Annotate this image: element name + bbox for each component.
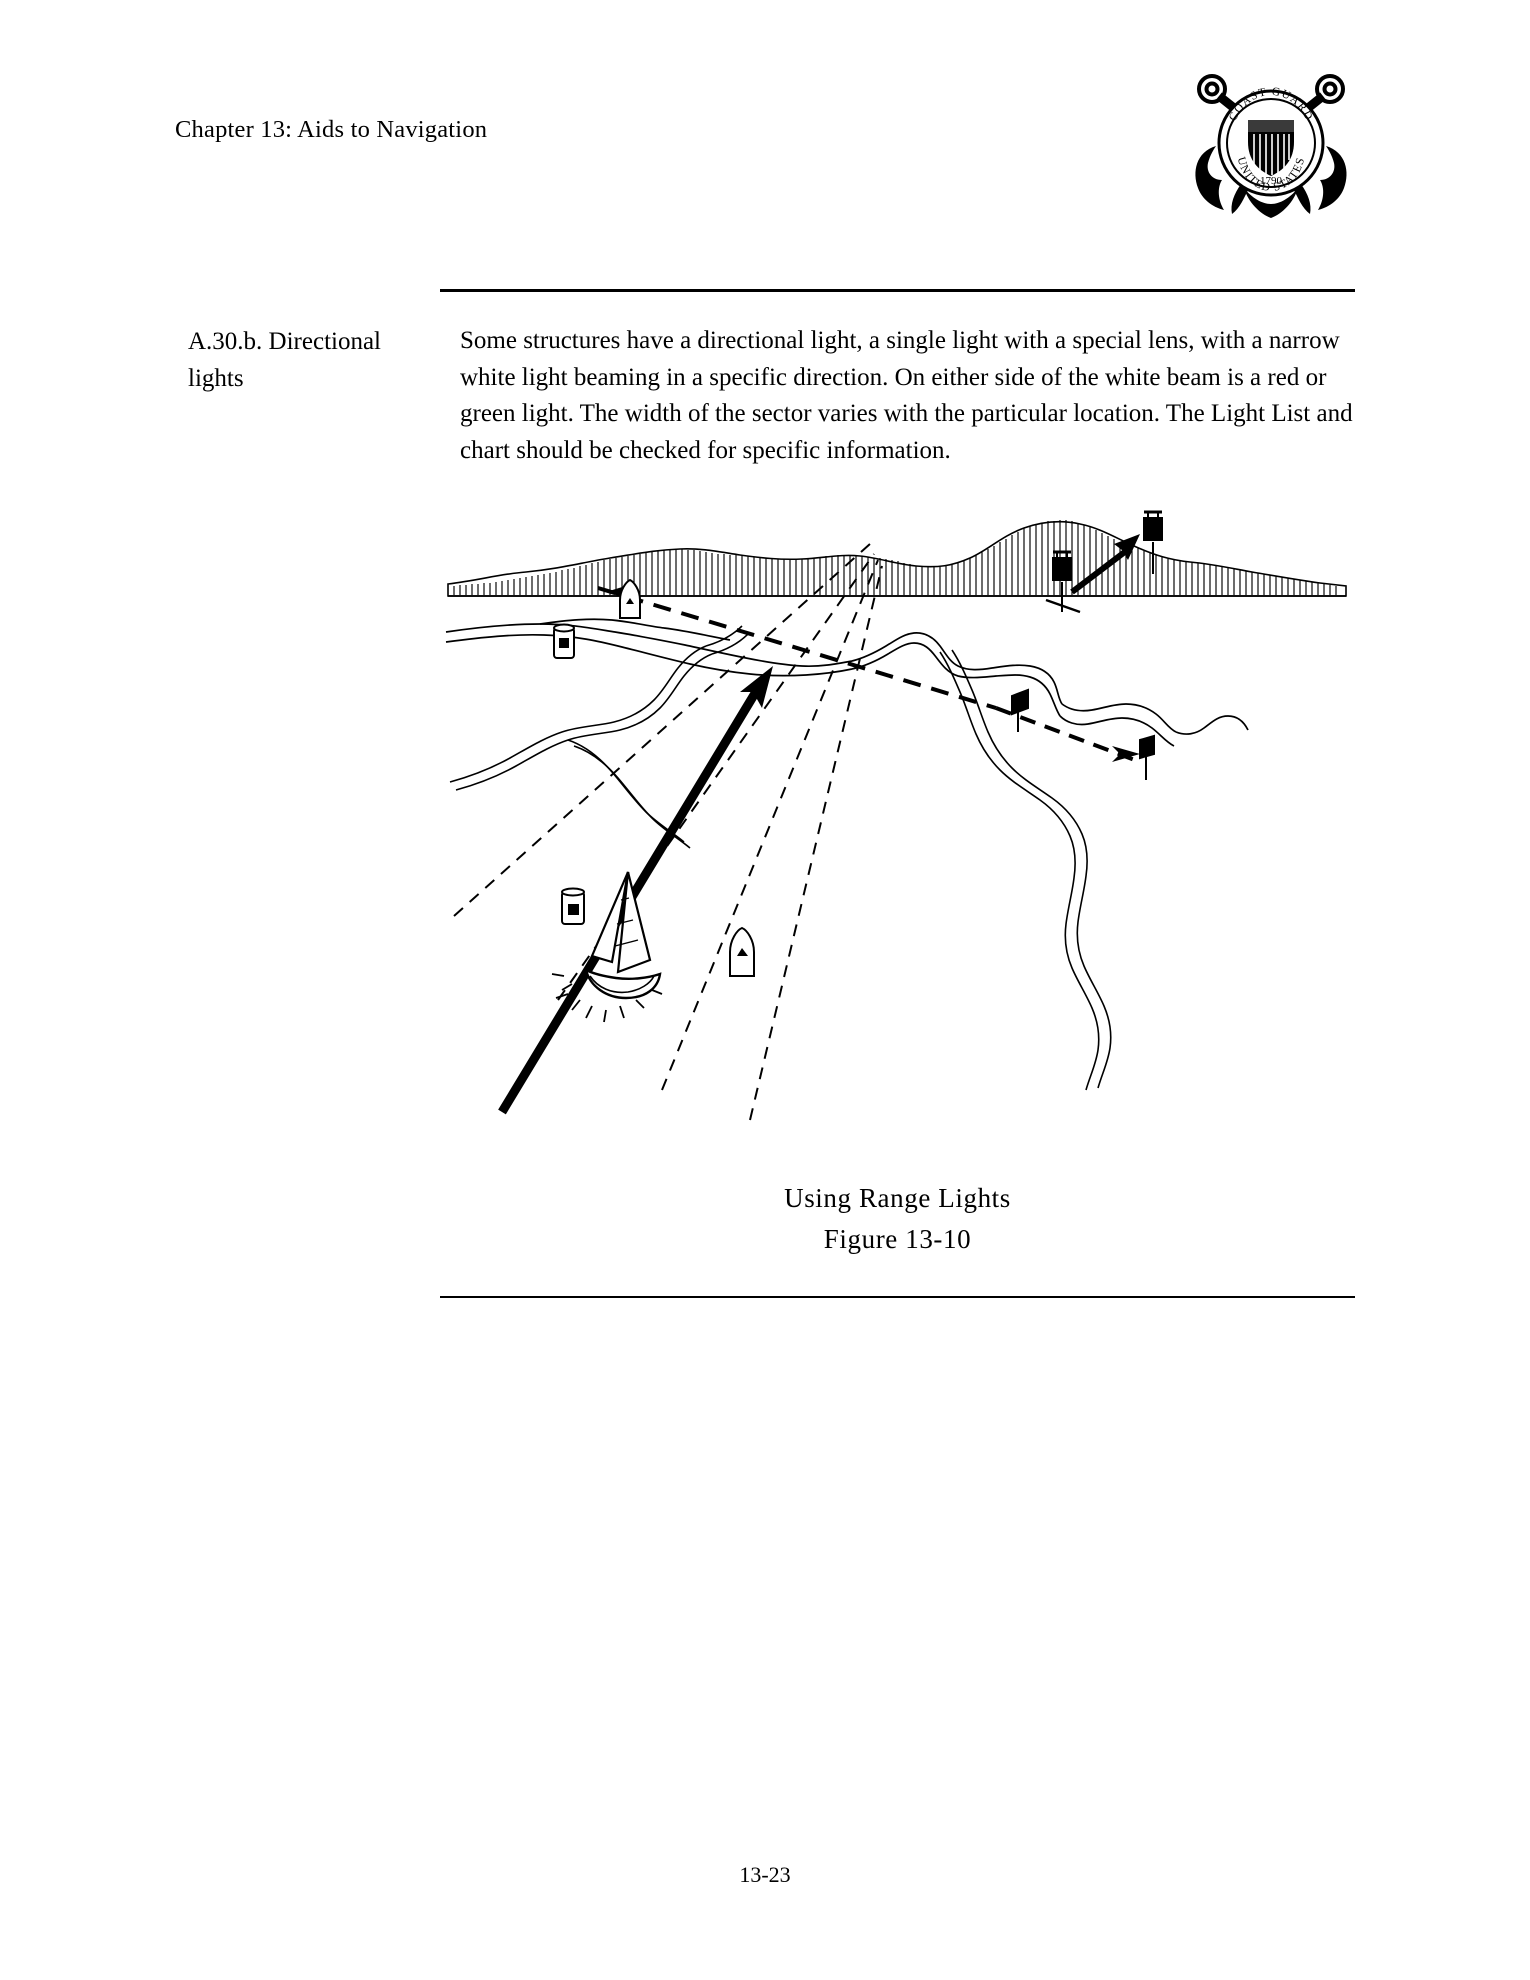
cross-bearing-dashed-line [597,586,997,710]
rear-range-light [1143,510,1163,574]
can-buoy-lower-left [561,887,585,925]
section-top-rule [440,289,1355,292]
section-label: A.30.b. Directional lights [188,323,438,397]
page-number-footer: 13-23 [739,1862,791,1887]
us-coast-guard-seal-icon: COAST GUARD UNITED STATES 1790 [1186,68,1356,223]
sector-boundary-dashed-left [453,543,871,917]
section-label-line2: lights [188,365,244,392]
range-light-alignment-arrow [1070,534,1140,595]
range-lights-illustration [440,500,1355,1160]
range-line-arrow [498,666,773,1115]
sector-boundary-dashed-far [749,565,883,1121]
daybeacon-right-far [1139,734,1155,780]
section-label-line1: A.30.b. Directional [188,328,382,355]
nun-buoy-lower [729,926,755,977]
page-header: Chapter 13: Aids to Navigation [0,0,1530,240]
nun-buoy-center [619,578,641,619]
figure-block: Using Range Lights Figure 13-10 [440,500,1355,1290]
figure-caption: Using Range Lights Figure 13-10 [440,1178,1355,1260]
daybeacon-right-near [1011,688,1029,732]
figure-caption-title: Using Range Lights [784,1183,1011,1213]
can-buoy-left [553,623,575,659]
figure-bottom-rule [440,1296,1355,1298]
section-body-text: Some structures have a directional light… [460,327,1353,464]
treeline-ridge [447,520,1347,597]
cross-bearing-right-arrowhead [1112,746,1140,762]
svg-text:1790: 1790 [1260,175,1283,187]
chapter-header-text: Chapter 13: Aids to Navigation [175,116,488,143]
front-range-light [1045,550,1081,614]
sailboat [551,871,663,1023]
figure-caption-number: Figure 13-10 [823,1224,972,1254]
sector-boundary-dashed-outer [661,559,879,1091]
